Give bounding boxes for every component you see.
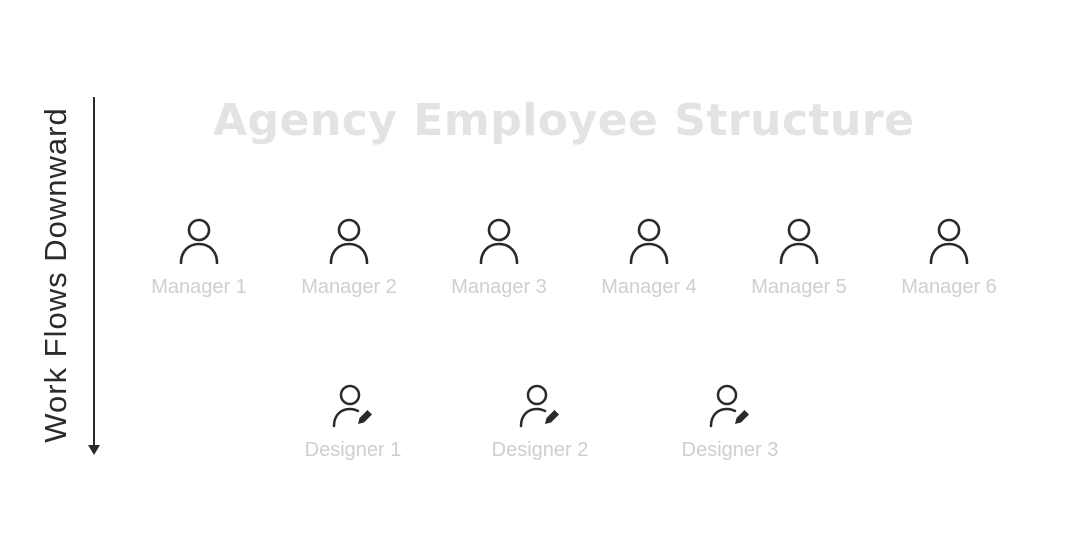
manager-label: Manager 1 bbox=[151, 276, 247, 298]
person-edit-icon bbox=[519, 384, 559, 428]
manager-label: Manager 3 bbox=[451, 276, 547, 298]
person-icon bbox=[929, 218, 969, 264]
manager-label: Manager 2 bbox=[301, 276, 397, 298]
person-icon bbox=[629, 218, 669, 264]
manager-node: Manager 6 bbox=[879, 218, 1019, 299]
designer-label: Designer 2 bbox=[491, 439, 589, 461]
manager-node: Manager 2 bbox=[279, 218, 419, 299]
person-icon bbox=[179, 218, 219, 264]
designer-label: Designer 3 bbox=[681, 439, 779, 461]
manager-node: Manager 1 bbox=[129, 218, 269, 299]
manager-node: Manager 4 bbox=[579, 218, 719, 299]
person-icon bbox=[479, 218, 519, 264]
manager-label: Manager 6 bbox=[901, 276, 997, 298]
diagram-title: Agency Employee Structure bbox=[213, 95, 915, 146]
designer-node: Designer 1 bbox=[283, 384, 423, 462]
designer-node: Designer 2 bbox=[470, 384, 610, 462]
designer-node: Designer 3 bbox=[660, 384, 800, 462]
person-icon bbox=[779, 218, 819, 264]
designer-label: Designer 1 bbox=[304, 439, 402, 461]
manager-node: Manager 5 bbox=[729, 218, 869, 299]
person-edit-icon bbox=[332, 384, 372, 428]
manager-node: Manager 3 bbox=[429, 218, 569, 299]
workflow-axis: Work Flows Downward bbox=[30, 95, 110, 465]
person-edit-icon bbox=[709, 384, 749, 428]
down-arrow-icon bbox=[88, 445, 100, 455]
person-icon bbox=[329, 218, 369, 264]
manager-label: Manager 5 bbox=[751, 276, 847, 298]
axis-line bbox=[93, 97, 95, 445]
manager-label: Manager 4 bbox=[601, 276, 697, 298]
axis-label: Work Flows Downward bbox=[38, 107, 73, 443]
